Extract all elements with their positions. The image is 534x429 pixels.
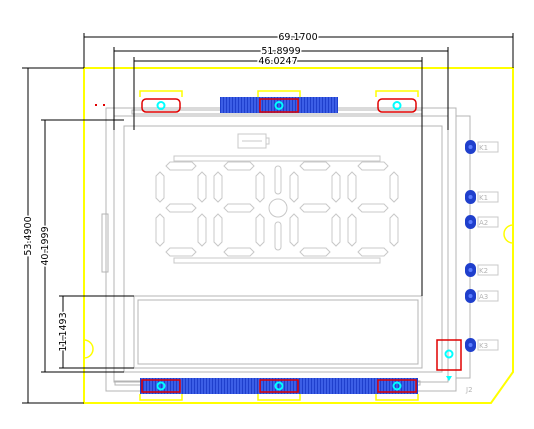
top-mount-left [141, 98, 181, 113]
pin-label: K3 [479, 342, 488, 350]
corner-label: J2 [465, 386, 473, 394]
pin-6: K3 [465, 338, 499, 352]
red-marks [95, 104, 105, 106]
top-locators [139, 90, 419, 401]
colon-segment [268, 165, 288, 251]
pin-label: A2 [479, 219, 488, 227]
pin-label: K2 [479, 267, 488, 275]
dim-small-height: 11.1493 [58, 312, 69, 351]
pin-4: K2 [465, 263, 499, 277]
dim-mid-width: 51.8999 [261, 46, 300, 57]
dim-inner-height: 40.1999 [40, 226, 51, 265]
bottom-mount-right [377, 379, 417, 393]
pin-1: K1 [465, 140, 499, 154]
top-mount-center [259, 98, 299, 113]
pin-label: K1 [479, 144, 488, 152]
segment-digits [155, 161, 399, 257]
pin-2: K1 [465, 190, 499, 204]
top-mount-right [377, 98, 417, 113]
digit-2 [213, 161, 265, 257]
left-notch [83, 339, 94, 359]
battery-icon [237, 133, 270, 149]
dimension-lines [22, 33, 514, 404]
bottom-mount-left [141, 379, 181, 393]
dim-inner-width: 46.0247 [258, 56, 297, 67]
dim-overall-width: 69.1700 [278, 32, 317, 43]
dim-overall-height: 53.4900 [23, 216, 34, 255]
pin-5: A3 [465, 289, 499, 303]
pin-label: A3 [479, 293, 488, 301]
digit-3 [289, 161, 341, 257]
digit-4 [347, 161, 399, 257]
digit-1 [155, 161, 207, 257]
bottom-pad-strip [140, 378, 418, 394]
top-bar [173, 155, 381, 264]
module-outline [101, 107, 471, 392]
right-notch [503, 224, 514, 244]
pin-label: K1 [479, 194, 488, 202]
board-outline [83, 67, 514, 404]
pin-3: A2 [465, 215, 499, 229]
corner-mount [436, 339, 462, 381]
bottom-mount-center [259, 379, 299, 393]
